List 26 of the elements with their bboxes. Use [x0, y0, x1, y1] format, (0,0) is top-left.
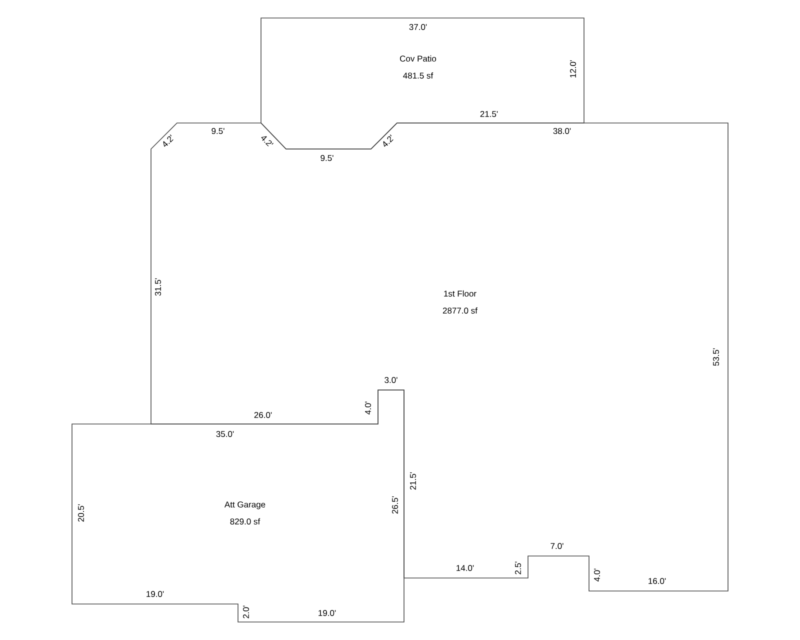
dimension-label: 26.5' — [392, 496, 398, 514]
dimension-label: 31.5' — [155, 278, 161, 296]
dimension-label: 7.0' — [550, 543, 564, 549]
dimension-label: 4.2' — [163, 134, 174, 147]
dimension-label: 2.5' — [515, 562, 521, 574]
dimension-label: 2.0' — [243, 606, 249, 618]
dimension-label: 4.0' — [365, 402, 371, 415]
dimension-label: 19.0' — [146, 591, 164, 598]
dimension-label: 53.5' — [713, 348, 720, 366]
dimension-label: 21.5' — [480, 111, 498, 117]
dimension-label: 16.0' — [648, 578, 666, 584]
dimension-label: 20.5' — [78, 504, 84, 522]
dimension-label: 37.0' — [409, 24, 427, 30]
dimension-label: 21.5' — [410, 472, 416, 490]
dimension-label: 26.0' — [254, 412, 272, 418]
dimension-label: 19.0' — [318, 610, 336, 616]
dimension-label: 9.5' — [212, 128, 224, 134]
dimension-label: 3.0' — [384, 377, 398, 383]
dimension-label: 35.0' — [216, 431, 234, 437]
dimension-label: 4.2' — [383, 134, 394, 147]
dimension-label: 4.0' — [594, 568, 600, 582]
dimension-label: 38.0' — [553, 128, 571, 134]
dimension-label: 9.5' — [320, 155, 334, 161]
dimension-label: 14.0' — [456, 565, 474, 571]
dimension-label: 12.0' — [570, 60, 576, 78]
dimension-label: 4.2' — [261, 136, 274, 146]
